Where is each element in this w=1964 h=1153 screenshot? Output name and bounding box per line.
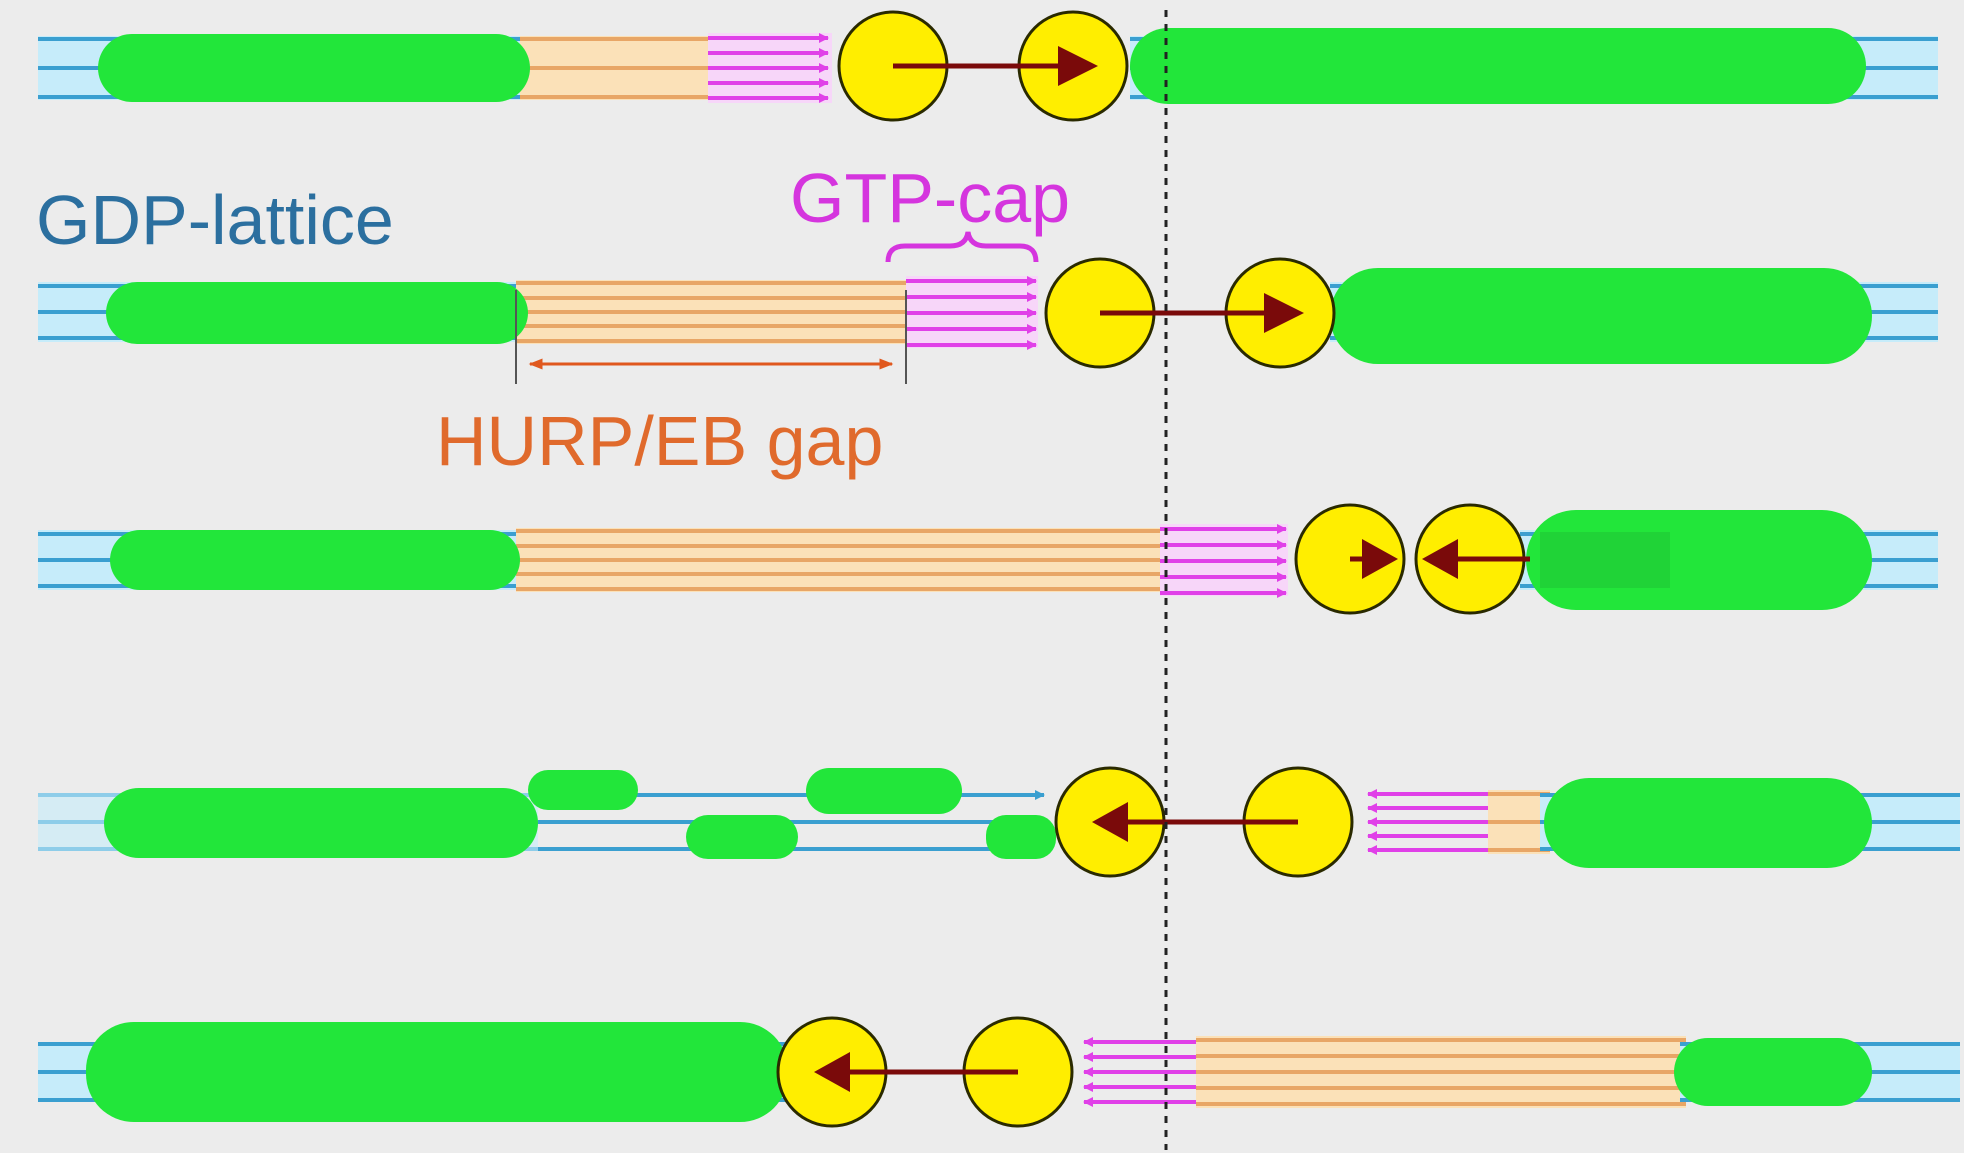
row-3 <box>38 503 1938 615</box>
binding-protein <box>86 1022 788 1122</box>
gap-region-row-2 <box>516 280 908 344</box>
gap-region-row-1 <box>520 36 710 100</box>
binding-protein <box>104 788 538 858</box>
motor-pair-row-2 <box>1044 257 1336 369</box>
binding-protein <box>1544 778 1872 868</box>
gap-region-row-5 <box>1196 1036 1686 1108</box>
binding-protein-fragment <box>806 768 962 814</box>
binding-protein <box>1330 268 1872 364</box>
binding-protein-fragment <box>986 815 1056 859</box>
gap-region-row-4 <box>1488 790 1550 854</box>
gdp-lattice-label: GDP-lattice <box>36 181 394 259</box>
binding-protein <box>98 34 530 102</box>
motor-pair-row-1 <box>837 10 1129 122</box>
gap-bracket <box>515 290 907 384</box>
binding-protein-fragment <box>686 815 798 859</box>
binding-protein-fragment <box>528 770 638 810</box>
hurp-eb-gap-label: HURP/EB gap <box>436 402 883 480</box>
binding-protein <box>106 282 528 344</box>
gtp-cap-label: GTP-cap <box>790 159 1070 237</box>
gtp-cap-row-3 <box>1160 524 1288 598</box>
binding-protein <box>1130 28 1866 104</box>
row-4 <box>38 766 1960 878</box>
motor-pair-row-4 <box>1054 766 1354 878</box>
binding-protein-shadow <box>1540 532 1670 588</box>
gtp-cap-row-2 <box>906 276 1038 350</box>
gtp-cap-brace <box>885 231 1039 263</box>
gtp-cap-row-1 <box>708 33 832 103</box>
motor-pair-row-5 <box>776 1016 1074 1128</box>
binding-protein <box>110 530 520 590</box>
row-5 <box>38 1016 1960 1128</box>
gtp-cap-row-5 <box>1083 1037 1196 1107</box>
gtp-cap-row-4 <box>1367 789 1488 855</box>
gap-region-row-3 <box>516 528 1162 592</box>
row-1 <box>38 10 1938 122</box>
motor-pair-row-3 <box>1294 503 1530 615</box>
binding-protein <box>1674 1038 1872 1106</box>
row-2 <box>38 231 1938 384</box>
